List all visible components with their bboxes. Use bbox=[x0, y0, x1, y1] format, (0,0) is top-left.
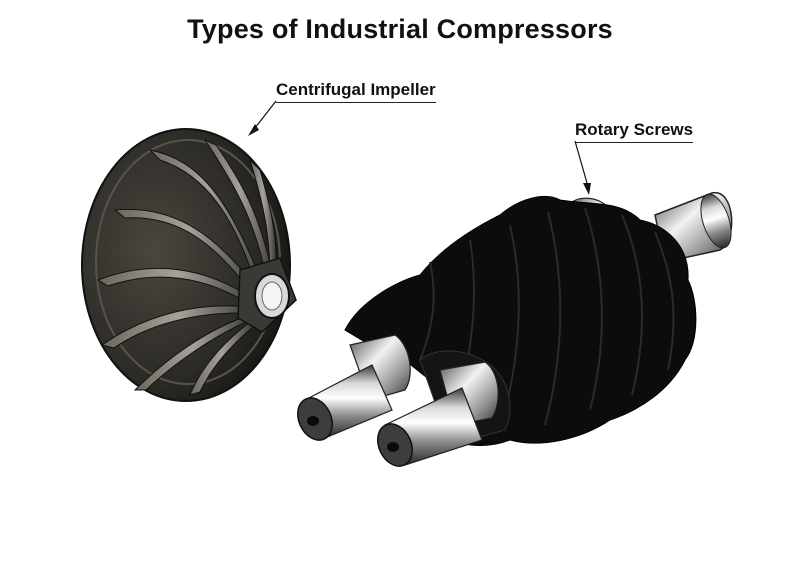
page-title: Types of Industrial Compressors bbox=[187, 14, 613, 44]
impeller-leader-arrow bbox=[248, 124, 259, 136]
screws-leader-arrow bbox=[583, 183, 591, 195]
right-shaft bbox=[377, 361, 499, 467]
screws-label-text: Rotary Screws bbox=[575, 120, 694, 139]
impeller-leader-line bbox=[254, 100, 277, 129]
screws-label-underline bbox=[575, 142, 694, 143]
left-shaft bbox=[297, 334, 411, 441]
rotary-screws bbox=[297, 192, 733, 467]
centrifugal-impeller bbox=[81, 128, 297, 402]
screws-leader-line bbox=[574, 140, 588, 184]
screws-label: Rotary Screws bbox=[575, 120, 694, 143]
screw-rotor-body bbox=[344, 196, 697, 446]
impeller-label: Centrifugal Impeller bbox=[276, 80, 436, 103]
impeller-label-underline bbox=[276, 102, 436, 103]
impeller-label-text: Centrifugal Impeller bbox=[276, 80, 436, 99]
